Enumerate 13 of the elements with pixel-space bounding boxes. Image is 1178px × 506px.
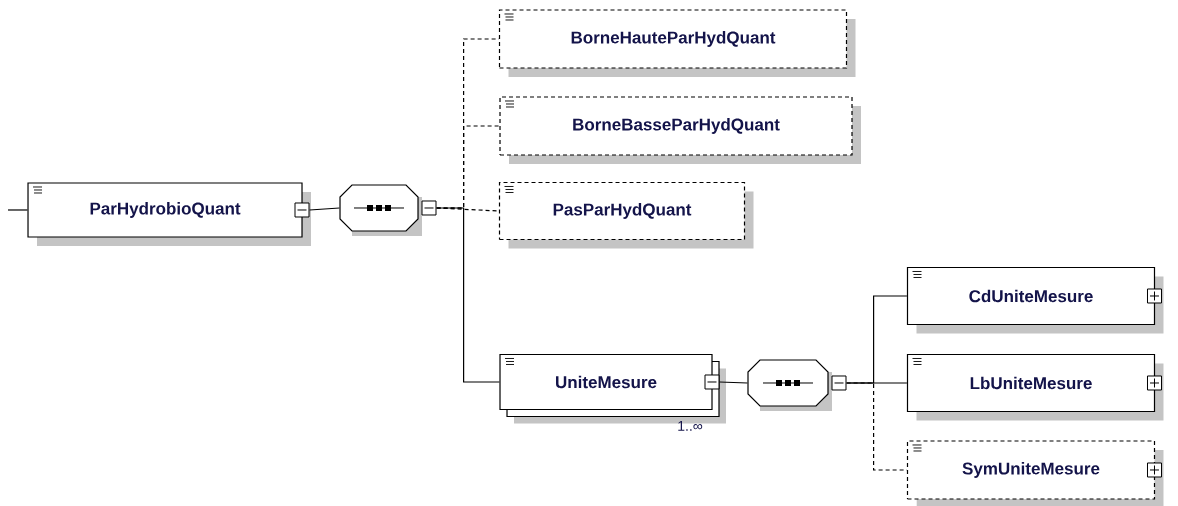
element-box: BorneHauteParHydQuant xyxy=(498,9,856,77)
element-box: SymUniteMesure xyxy=(906,440,1164,506)
element-box: BorneBasseParHydQuant xyxy=(499,96,861,164)
connector-line xyxy=(309,207,340,211)
cardinality-label: 1..∞ xyxy=(678,421,703,431)
connector-line xyxy=(7,209,29,211)
connector-line xyxy=(436,207,500,383)
connector-line xyxy=(719,381,748,384)
element-box: LbUniteMesure xyxy=(906,353,1164,421)
element-box: CdUniteMesure xyxy=(906,266,1164,334)
connector-line xyxy=(846,382,908,471)
element-box: PasParHydQuant xyxy=(498,181,754,249)
element-box: ParHydrobioQuant xyxy=(27,182,311,246)
